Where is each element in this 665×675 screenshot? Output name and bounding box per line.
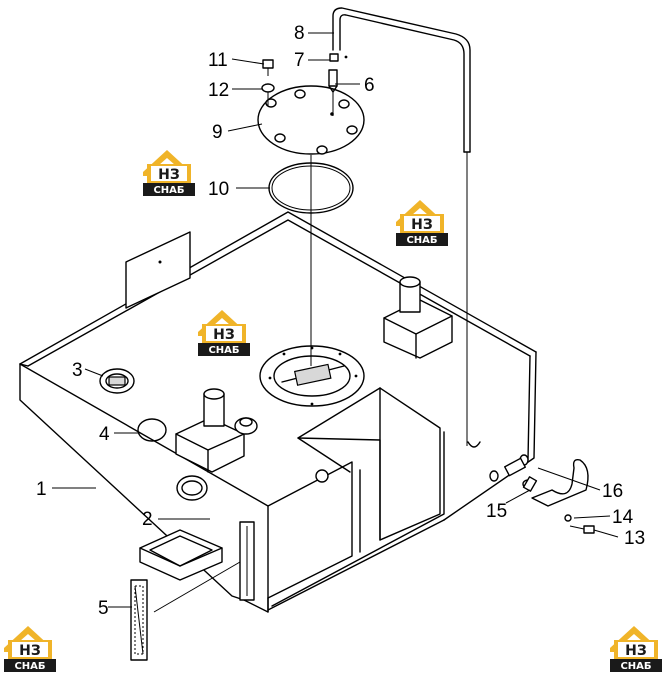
brand-logo: НЗ СНАБ bbox=[198, 310, 250, 356]
fitting bbox=[328, 69, 338, 116]
svg-text:НЗ: НЗ bbox=[19, 643, 41, 659]
svg-text:СНАБ: СНАБ bbox=[406, 235, 437, 246]
callout-11: 11 bbox=[208, 50, 228, 71]
brand-logo: НЗ СНАБ bbox=[610, 626, 662, 672]
right-boss bbox=[383, 276, 453, 359]
mounting-bolt bbox=[522, 476, 538, 492]
svg-text:СНАБ: СНАБ bbox=[14, 661, 45, 672]
callout-16: 16 bbox=[602, 481, 623, 502]
svg-text:НЗ: НЗ bbox=[158, 167, 180, 183]
svg-text:СНАБ: СНАБ bbox=[153, 185, 184, 196]
callout-1: 1 bbox=[36, 479, 47, 500]
drain-tray bbox=[139, 529, 223, 581]
cover-plate bbox=[257, 85, 365, 155]
nut bbox=[329, 53, 348, 62]
callout-2: 2 bbox=[142, 509, 153, 530]
callout-5: 5 bbox=[98, 598, 109, 619]
bolt bbox=[262, 59, 274, 76]
brand-logo: НЗ СНАБ bbox=[4, 626, 56, 672]
o-ring bbox=[137, 418, 167, 442]
mounting-bracket bbox=[125, 231, 191, 309]
breather-pipe bbox=[332, 7, 471, 446]
callout-9: 9 bbox=[212, 122, 223, 143]
callout-4: 4 bbox=[99, 424, 110, 445]
callout-3: 3 bbox=[72, 360, 83, 381]
svg-text:СНАБ: СНАБ bbox=[208, 345, 239, 356]
leader-lines bbox=[52, 32, 619, 613]
callout-labels: 1 2 3 4 5 6 7 8 9 10 11 12 13 14 15 16 bbox=[36, 23, 645, 619]
brand-logo: НЗ СНАБ bbox=[396, 200, 448, 246]
callout-12: 12 bbox=[208, 80, 229, 101]
callout-10: 10 bbox=[208, 179, 229, 200]
washer bbox=[261, 83, 275, 93]
svg-text:НЗ: НЗ bbox=[411, 217, 433, 233]
callout-6: 6 bbox=[364, 75, 375, 96]
level-gauge bbox=[130, 579, 148, 661]
tank-body bbox=[19, 211, 537, 613]
callout-7: 7 bbox=[294, 50, 305, 71]
lock-washer bbox=[564, 514, 572, 522]
svg-text:НЗ: НЗ bbox=[625, 643, 647, 659]
svg-text:НЗ: НЗ bbox=[213, 327, 235, 343]
brand-logo: НЗ СНАБ bbox=[143, 150, 195, 196]
clamp-bolt bbox=[569, 525, 595, 534]
callout-8: 8 bbox=[294, 23, 305, 44]
callout-15: 15 bbox=[486, 501, 507, 522]
svg-text:СНАБ: СНАБ bbox=[620, 661, 651, 672]
callout-13: 13 bbox=[624, 528, 645, 549]
callout-14: 14 bbox=[612, 507, 634, 528]
internal-baffle bbox=[297, 387, 441, 541]
left-boss bbox=[175, 388, 258, 473]
cap bbox=[99, 368, 135, 394]
